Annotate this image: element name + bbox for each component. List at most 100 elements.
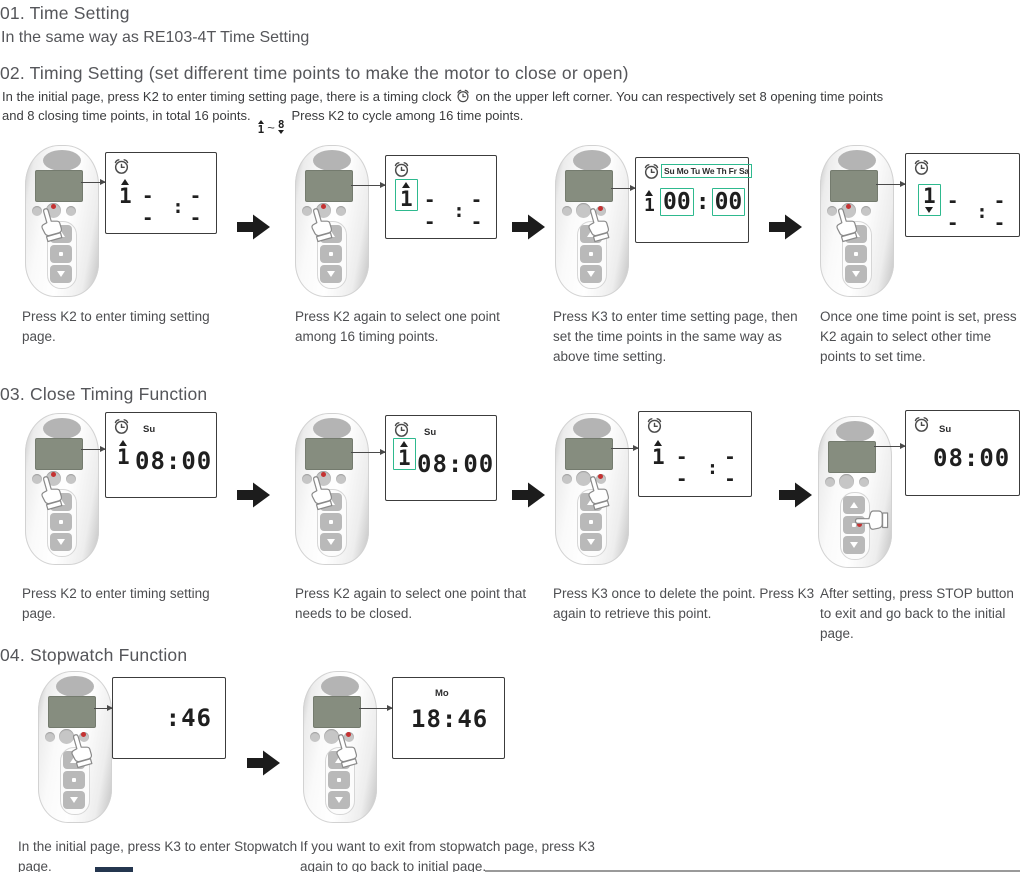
down-arrow-icon bbox=[70, 797, 78, 803]
stop-button bbox=[50, 513, 72, 531]
down-button bbox=[320, 533, 342, 551]
remote-control bbox=[303, 671, 377, 823]
range-from: 1 bbox=[257, 123, 265, 136]
remote-lcd-screen bbox=[35, 170, 83, 202]
button-k2 bbox=[576, 203, 591, 218]
selected-timing-point: 1 bbox=[393, 438, 416, 470]
colon: : bbox=[695, 189, 710, 215]
dash-minutes: -- bbox=[724, 446, 738, 490]
weekday-label: Su bbox=[939, 424, 952, 435]
pressing-hand-icon bbox=[580, 203, 617, 251]
remote-control bbox=[25, 413, 99, 565]
intro-text: on the upper left corner. You can respec… bbox=[475, 89, 884, 104]
remote-top-oval bbox=[573, 418, 611, 439]
section-01-subheading: In the same way as RE103-4T Time Setting bbox=[1, 29, 310, 46]
alarm-clock-icon bbox=[647, 418, 662, 433]
remote-lcd-screen bbox=[305, 170, 353, 202]
button-k1 bbox=[45, 732, 55, 742]
lcd-display-panel: Mo 18:46 bbox=[392, 677, 505, 759]
button-k3 bbox=[66, 206, 76, 216]
dash-hours: -- bbox=[424, 189, 438, 233]
pressing-hand-icon bbox=[328, 729, 365, 777]
stop-button bbox=[320, 245, 342, 263]
time-setting: 00:00 bbox=[660, 188, 746, 216]
colon: : bbox=[706, 457, 721, 479]
up-arrow-icon bbox=[850, 502, 858, 508]
remote-top-oval bbox=[313, 150, 351, 171]
down-arrow-icon bbox=[278, 130, 285, 134]
button-k3 bbox=[336, 474, 346, 484]
lcd-display-panel: 1 --:-- bbox=[638, 411, 752, 497]
step-caption: After setting, press STOP button to exit… bbox=[820, 586, 1014, 641]
remote-top-oval bbox=[43, 418, 81, 439]
colon: : bbox=[453, 200, 467, 222]
remote-control bbox=[25, 145, 99, 297]
button-k1 bbox=[825, 477, 835, 487]
up-arrow-icon bbox=[70, 757, 78, 763]
up-arrow-icon bbox=[402, 182, 411, 188]
pointer-line bbox=[874, 442, 906, 449]
next-step-arrow-icon bbox=[512, 481, 546, 509]
remote-control bbox=[820, 145, 894, 297]
down-arrow-icon bbox=[925, 207, 934, 213]
stop-button bbox=[320, 513, 342, 531]
down-arrow-icon bbox=[57, 539, 65, 545]
arrowhead-icon bbox=[100, 445, 106, 452]
down-arrow-icon bbox=[57, 271, 65, 277]
step-caption: Press K2 again to select one point among… bbox=[295, 309, 500, 344]
section-03-heading: 03. Close Timing Function bbox=[0, 384, 208, 404]
press-indicator-dot bbox=[846, 204, 851, 209]
down-button bbox=[50, 533, 72, 551]
down-button bbox=[580, 533, 602, 551]
direction-button-group bbox=[840, 492, 870, 560]
direction-button-group bbox=[60, 747, 90, 815]
dash-hours: -- bbox=[142, 185, 156, 229]
alarm-clock-icon bbox=[644, 164, 659, 179]
stop-dot-icon bbox=[72, 778, 76, 782]
pressing-hand-icon bbox=[33, 203, 70, 251]
next-step-arrow-icon bbox=[512, 213, 546, 241]
alarm-clock-icon bbox=[914, 417, 929, 432]
step-caption: Press K2 again to select one point that … bbox=[295, 586, 527, 621]
remote-lcd-screen bbox=[35, 438, 83, 470]
button-k1 bbox=[32, 206, 42, 216]
button-k1 bbox=[310, 732, 320, 742]
arrowhead-icon bbox=[630, 184, 636, 191]
time-placeholder: --:-- bbox=[947, 190, 1019, 234]
timing-point: 1 bbox=[644, 190, 655, 215]
direction-button-group bbox=[317, 489, 347, 557]
remote-top-oval bbox=[836, 421, 874, 442]
time-value: 08:00 bbox=[135, 447, 213, 475]
arrowhead-icon bbox=[107, 704, 113, 711]
dash-minutes: -- bbox=[993, 190, 1008, 234]
press-indicator-dot bbox=[321, 472, 326, 477]
time-value: 18:46 bbox=[411, 705, 489, 733]
down-arrow-icon bbox=[335, 797, 343, 803]
step-caption: Press K3 once to delete the point. Press… bbox=[553, 586, 815, 621]
button-k2 bbox=[59, 729, 74, 744]
remote-lcd-screen bbox=[305, 438, 353, 470]
down-button bbox=[843, 536, 865, 554]
stop-button bbox=[580, 245, 602, 263]
hours-selected: 00 bbox=[660, 188, 694, 216]
stop-button bbox=[580, 513, 602, 531]
pressing-hand-icon bbox=[303, 203, 340, 251]
down-button bbox=[320, 265, 342, 283]
up-arrow-icon bbox=[335, 757, 343, 763]
up-arrow-icon bbox=[400, 441, 409, 447]
stop-dot-icon bbox=[329, 252, 333, 256]
up-arrow-icon bbox=[587, 231, 595, 237]
weekday-label: Su bbox=[143, 424, 156, 435]
lcd-display-panel: Su Mo Tu We Th Fr Sa 1 00:00 bbox=[635, 157, 752, 243]
arrowhead-icon bbox=[633, 444, 639, 451]
lcd-display-panel: Su 1 08:00 bbox=[105, 412, 217, 498]
press-indicator-dot bbox=[598, 206, 603, 211]
next-step-arrow-icon bbox=[237, 481, 271, 509]
stop-button bbox=[328, 771, 350, 789]
down-button bbox=[328, 791, 350, 809]
button-k3 bbox=[66, 474, 76, 484]
time-placeholder: --:-- bbox=[676, 446, 751, 490]
remote-control bbox=[295, 145, 369, 297]
arrowhead-icon bbox=[387, 704, 393, 711]
up-arrow-icon bbox=[257, 120, 264, 124]
